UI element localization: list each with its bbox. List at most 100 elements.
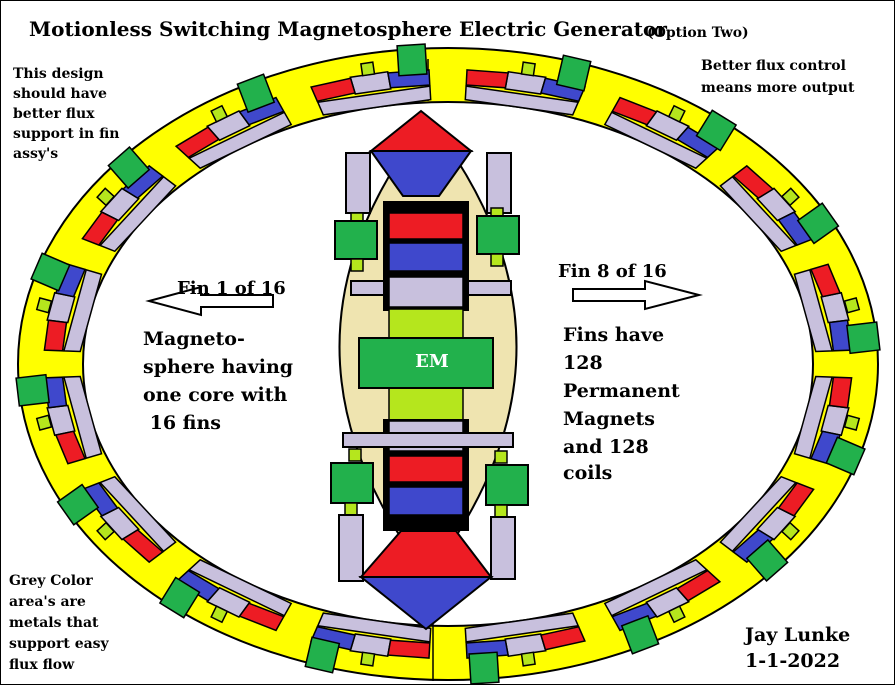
fin-connector bbox=[210, 104, 229, 123]
fin-connector bbox=[35, 414, 53, 431]
bottom-pole-blue bbox=[358, 576, 494, 631]
svg-text:should have: should have bbox=[13, 86, 107, 102]
description-left: Magneto- sphere having one core with 16 … bbox=[143, 328, 293, 434]
fin-coil bbox=[825, 436, 866, 476]
author-name: Jay Lunke bbox=[743, 624, 850, 646]
fin-coil bbox=[56, 483, 100, 526]
svg-text:metals that: metals that bbox=[9, 615, 99, 631]
note-top-left: This design should have better flux supp… bbox=[13, 66, 119, 162]
fin-connector bbox=[780, 521, 800, 541]
svg-text:sphere having: sphere having bbox=[143, 356, 293, 378]
author-date: 1-1-2022 bbox=[745, 650, 840, 672]
svg-text:16 fins: 16 fins bbox=[143, 412, 221, 434]
fin-connector bbox=[667, 104, 686, 123]
top-pole-blue bbox=[369, 150, 473, 197]
svg-text:support easy: support easy bbox=[9, 636, 110, 652]
svg-text:Permanent: Permanent bbox=[563, 380, 680, 402]
fin-base bbox=[793, 268, 834, 353]
fin-connector bbox=[667, 605, 686, 624]
fin-magnet-red bbox=[121, 528, 164, 564]
note-top-right: Better flux control means more output bbox=[701, 58, 855, 96]
bottom-right-connector-2 bbox=[494, 504, 508, 518]
fin-base bbox=[793, 375, 834, 460]
fin-magnet-blue bbox=[611, 602, 658, 632]
fin-connector bbox=[780, 187, 800, 207]
top-left-arm bbox=[345, 152, 371, 214]
fin-coil bbox=[158, 576, 201, 619]
fin-coil bbox=[468, 651, 500, 684]
bottom-right-arm bbox=[490, 516, 516, 580]
top-left-coil bbox=[334, 220, 378, 260]
bottom-right-coil bbox=[485, 464, 529, 506]
fin-coil bbox=[846, 321, 881, 355]
fin-coil bbox=[236, 73, 276, 114]
fin-assemblies bbox=[15, 43, 881, 684]
em-label: EM bbox=[415, 351, 449, 372]
fin-magnet-red bbox=[777, 481, 815, 517]
fin-magnet-blue bbox=[238, 96, 285, 126]
fin-magnet-red bbox=[54, 430, 87, 465]
svg-text:area's are: area's are bbox=[9, 594, 86, 610]
fin-magnet-red bbox=[540, 625, 586, 651]
fin-coil bbox=[30, 252, 71, 292]
top-right-connector-2 bbox=[490, 253, 504, 267]
svg-text:and 128: and 128 bbox=[563, 436, 649, 458]
fin-magnet-red bbox=[809, 263, 842, 298]
fin-magnet-red bbox=[676, 569, 722, 602]
svg-text:coils: coils bbox=[563, 462, 612, 484]
fin-base bbox=[187, 558, 293, 617]
fin-base bbox=[464, 85, 580, 116]
fin-coil bbox=[745, 538, 789, 582]
svg-text:Better flux control: Better flux control bbox=[701, 58, 846, 74]
arrow-left-icon bbox=[145, 285, 274, 317]
svg-text:one core with: one core with bbox=[143, 384, 287, 406]
fin-magnet-red bbox=[465, 69, 509, 89]
fin-base bbox=[316, 85, 432, 116]
fin-base bbox=[719, 175, 798, 253]
bottom-left-arm bbox=[338, 514, 364, 582]
fin-connector bbox=[520, 651, 536, 667]
fin-coil bbox=[396, 43, 428, 77]
top-right-coil bbox=[476, 215, 520, 255]
bottom-stack-blue bbox=[388, 486, 464, 516]
svg-text:flux flow: flux flow bbox=[9, 657, 75, 673]
fin-connector bbox=[360, 651, 376, 667]
fin-magnet-red bbox=[238, 602, 285, 632]
fin-magnet-red bbox=[828, 376, 853, 409]
fin-coil bbox=[15, 373, 50, 407]
note-bottom-left: Grey Color area's are metals that suppor… bbox=[9, 573, 110, 673]
bottom-left-connector bbox=[348, 448, 362, 462]
em-coil bbox=[358, 337, 494, 389]
fin-magnet-blue bbox=[121, 164, 164, 200]
svg-text:Grey Color: Grey Color bbox=[9, 573, 93, 589]
svg-text:assy's: assy's bbox=[13, 146, 58, 162]
fin-connector bbox=[360, 61, 376, 77]
fin-left-label: Fin 1 of 16 bbox=[177, 278, 286, 299]
svg-text:This design: This design bbox=[13, 66, 104, 82]
svg-text:128: 128 bbox=[563, 352, 603, 374]
top-stack-blue bbox=[388, 242, 464, 272]
top-stack-red bbox=[388, 212, 464, 240]
svg-text:Fins have: Fins have bbox=[563, 324, 664, 346]
fin-base bbox=[603, 558, 709, 617]
fin-magnet-red bbox=[174, 126, 220, 159]
fin-connector bbox=[843, 414, 861, 431]
bottom-crossbar bbox=[342, 432, 514, 448]
option-label: (Option Two) bbox=[647, 25, 749, 41]
svg-text:means more output: means more output bbox=[701, 80, 855, 96]
fin-connector bbox=[96, 187, 116, 207]
fin-coil bbox=[555, 54, 592, 92]
fin-connector bbox=[96, 521, 116, 541]
fin-base bbox=[62, 375, 103, 460]
bottom-left-coil bbox=[330, 462, 374, 504]
svg-text:Magnets: Magnets bbox=[563, 408, 655, 430]
svg-text:Magneto-: Magneto- bbox=[143, 328, 245, 350]
fin-right-label: Fin 8 of 16 bbox=[558, 261, 667, 282]
fin-base bbox=[316, 612, 432, 643]
fin-magnet-blue bbox=[732, 528, 775, 564]
fin-magnet-red bbox=[611, 96, 658, 126]
svg-text:support in fin: support in fin bbox=[13, 126, 119, 142]
top-left-connector-2 bbox=[350, 258, 364, 272]
fin-coil bbox=[620, 614, 660, 655]
